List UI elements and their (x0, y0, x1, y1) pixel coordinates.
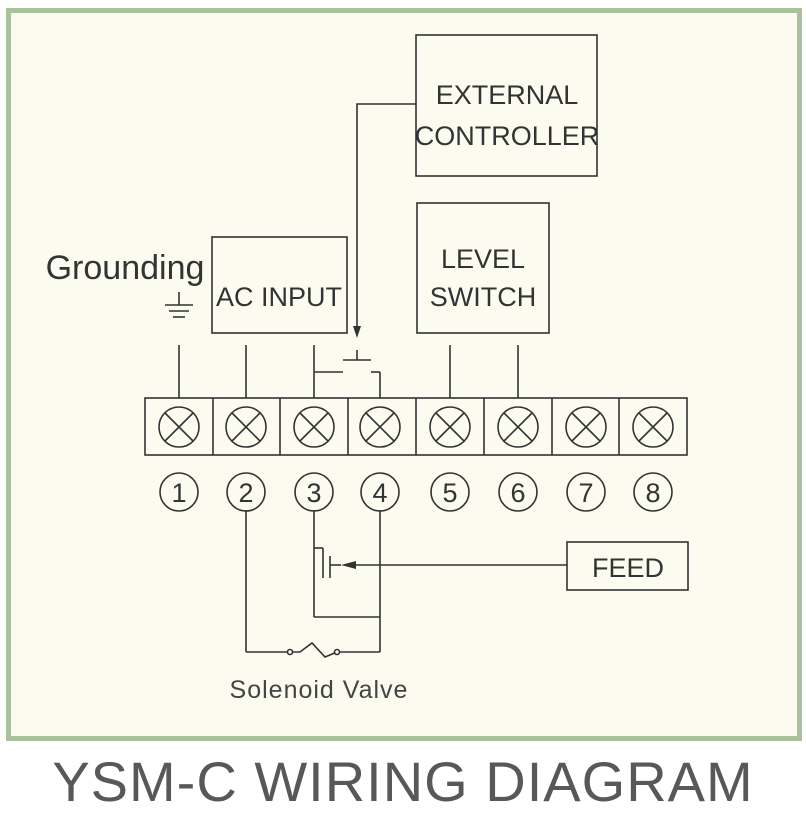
solenoid-valve-symbol (290, 641, 338, 658)
svg-text:6: 6 (510, 478, 525, 508)
terminal-screw-5 (429, 406, 471, 448)
terminal-number-1: 1 (159, 472, 199, 512)
terminal-screw-7 (565, 406, 607, 448)
terminal-screw-4 (359, 406, 401, 448)
grounding-label: Grounding (46, 249, 205, 287)
level-switch-label-2: SWITCH (430, 282, 536, 312)
terminal-screw-2 (225, 406, 267, 448)
feed-box (566, 541, 689, 591)
ac-input-label: AC INPUT (216, 282, 342, 312)
diagram-frame (6, 8, 802, 741)
page-title: YSM-C WIRING DIAGRAM (52, 750, 754, 813)
ground-icon (165, 292, 193, 398)
svg-text:1: 1 (171, 478, 186, 508)
terminal-number-8: 8 (633, 472, 673, 512)
svg-text:8: 8 (645, 478, 660, 508)
terminal-screw-1 (158, 406, 200, 448)
terminal-number-5: 5 (430, 472, 470, 512)
terminal-number-7: 7 (566, 472, 606, 512)
svg-text:4: 4 (372, 478, 387, 508)
terminal-number-3: 3 (294, 472, 334, 512)
feed-label: FEED (592, 553, 664, 583)
svg-text:3: 3 (306, 478, 321, 508)
terminal-number-6: 6 (498, 472, 538, 512)
ac-input-box (211, 236, 348, 334)
level-switch-box (416, 202, 550, 334)
svg-text:2: 2 (238, 478, 253, 508)
terminal-screw-3 (293, 406, 335, 448)
level-switch-label-1: LEVEL (441, 244, 525, 274)
svg-text:5: 5 (442, 478, 457, 508)
terminal-number-4: 4 (360, 472, 400, 512)
solenoid-valve-label: Solenoid Valve (230, 676, 409, 704)
svg-text:7: 7 (578, 478, 593, 508)
external-controller-label-2: CONTROLLER (415, 121, 600, 151)
terminal-screw-6 (497, 406, 539, 448)
external-controller-box (415, 34, 598, 177)
terminal-number-2: 2 (226, 472, 266, 512)
wiring-diagram: 1 2 3 4 5 6 7 8 EXTERNAL CONTROLLER LEVEL SWITC… (46, 34, 689, 704)
external-controller-label-1: EXTERNAL (436, 80, 579, 110)
terminal-screw-8 (632, 406, 674, 448)
